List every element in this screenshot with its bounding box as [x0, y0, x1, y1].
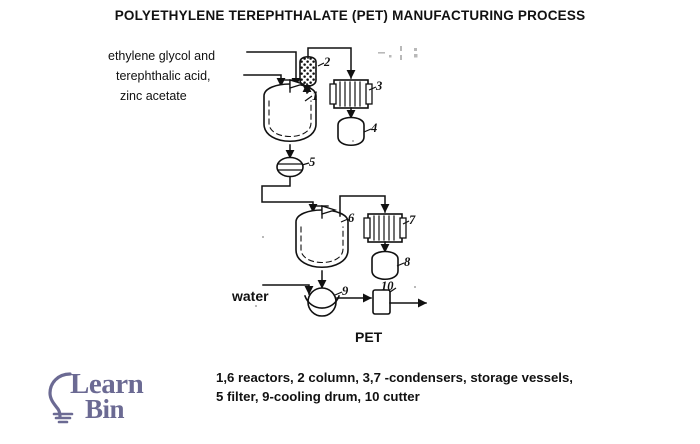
overhead-line-column2-condenser3	[307, 47, 356, 79]
equipment-number-8: 8	[404, 255, 411, 269]
reactor-1	[263, 79, 317, 143]
water-stream-label: water	[232, 288, 269, 304]
legend-line-2: 5 filter, 9-cooling drum, 10 cutter	[216, 389, 420, 404]
feed-label-line-1: ethylene glycol and	[108, 49, 216, 63]
water-feed-line	[262, 284, 314, 295]
equipment-number-9: 9	[342, 284, 349, 298]
column-2	[299, 55, 317, 87]
equipment-number-7: 7	[409, 213, 416, 227]
reactor-6	[295, 205, 349, 269]
cooling-drum-9	[303, 287, 341, 317]
storage-vessel-8	[371, 250, 399, 281]
feed-label-line-3: zinc acetate	[120, 89, 187, 103]
feed-label-line-2: terephthalic acid,	[116, 69, 211, 83]
product-label: PET	[355, 329, 383, 345]
feed-line-upper	[246, 51, 301, 87]
cutter-10	[372, 289, 391, 315]
equipment-number-3: 3	[376, 79, 383, 93]
equipment-number-10: 10	[381, 279, 394, 293]
filter-5	[276, 156, 304, 178]
logo-word-learn: Learn	[70, 368, 144, 400]
condenser-7	[363, 213, 407, 243]
legend-line-1: 1,6 reactors, 2 column, 3,7 -condensers,…	[216, 370, 573, 385]
feed-stream-label: ethylene glycol and terephthalic acid, z…	[108, 46, 268, 106]
condenser-3	[329, 79, 373, 109]
number-leader-lines	[301, 62, 410, 296]
feed-line-lower	[243, 74, 286, 87]
equipment-number-4: 4	[371, 121, 378, 135]
scan-artifacts	[255, 46, 418, 307]
logo-word-bin: Bin	[85, 394, 125, 424]
lightbulb-icon	[48, 372, 74, 424]
overhead-line-reactor6-condenser7	[339, 195, 390, 217]
learnbin-logo[interactable]: Learn Bin	[38, 362, 178, 426]
equipment-legend: 1,6 reactors, 2 column, 3,7 -condensers,…	[216, 368, 646, 406]
storage-vessel-4	[337, 116, 365, 147]
page-title: POLYETHYLENE TEREPHTHALATE (PET) MANUFAC…	[114, 8, 586, 23]
equipment-number-2: 2	[324, 55, 331, 69]
equipment-number-5: 5	[309, 155, 316, 169]
transfer-line-filter5-reactor6	[261, 176, 318, 213]
equipment-number-1: 1	[312, 89, 319, 103]
equipment-number-6: 6	[348, 211, 355, 225]
